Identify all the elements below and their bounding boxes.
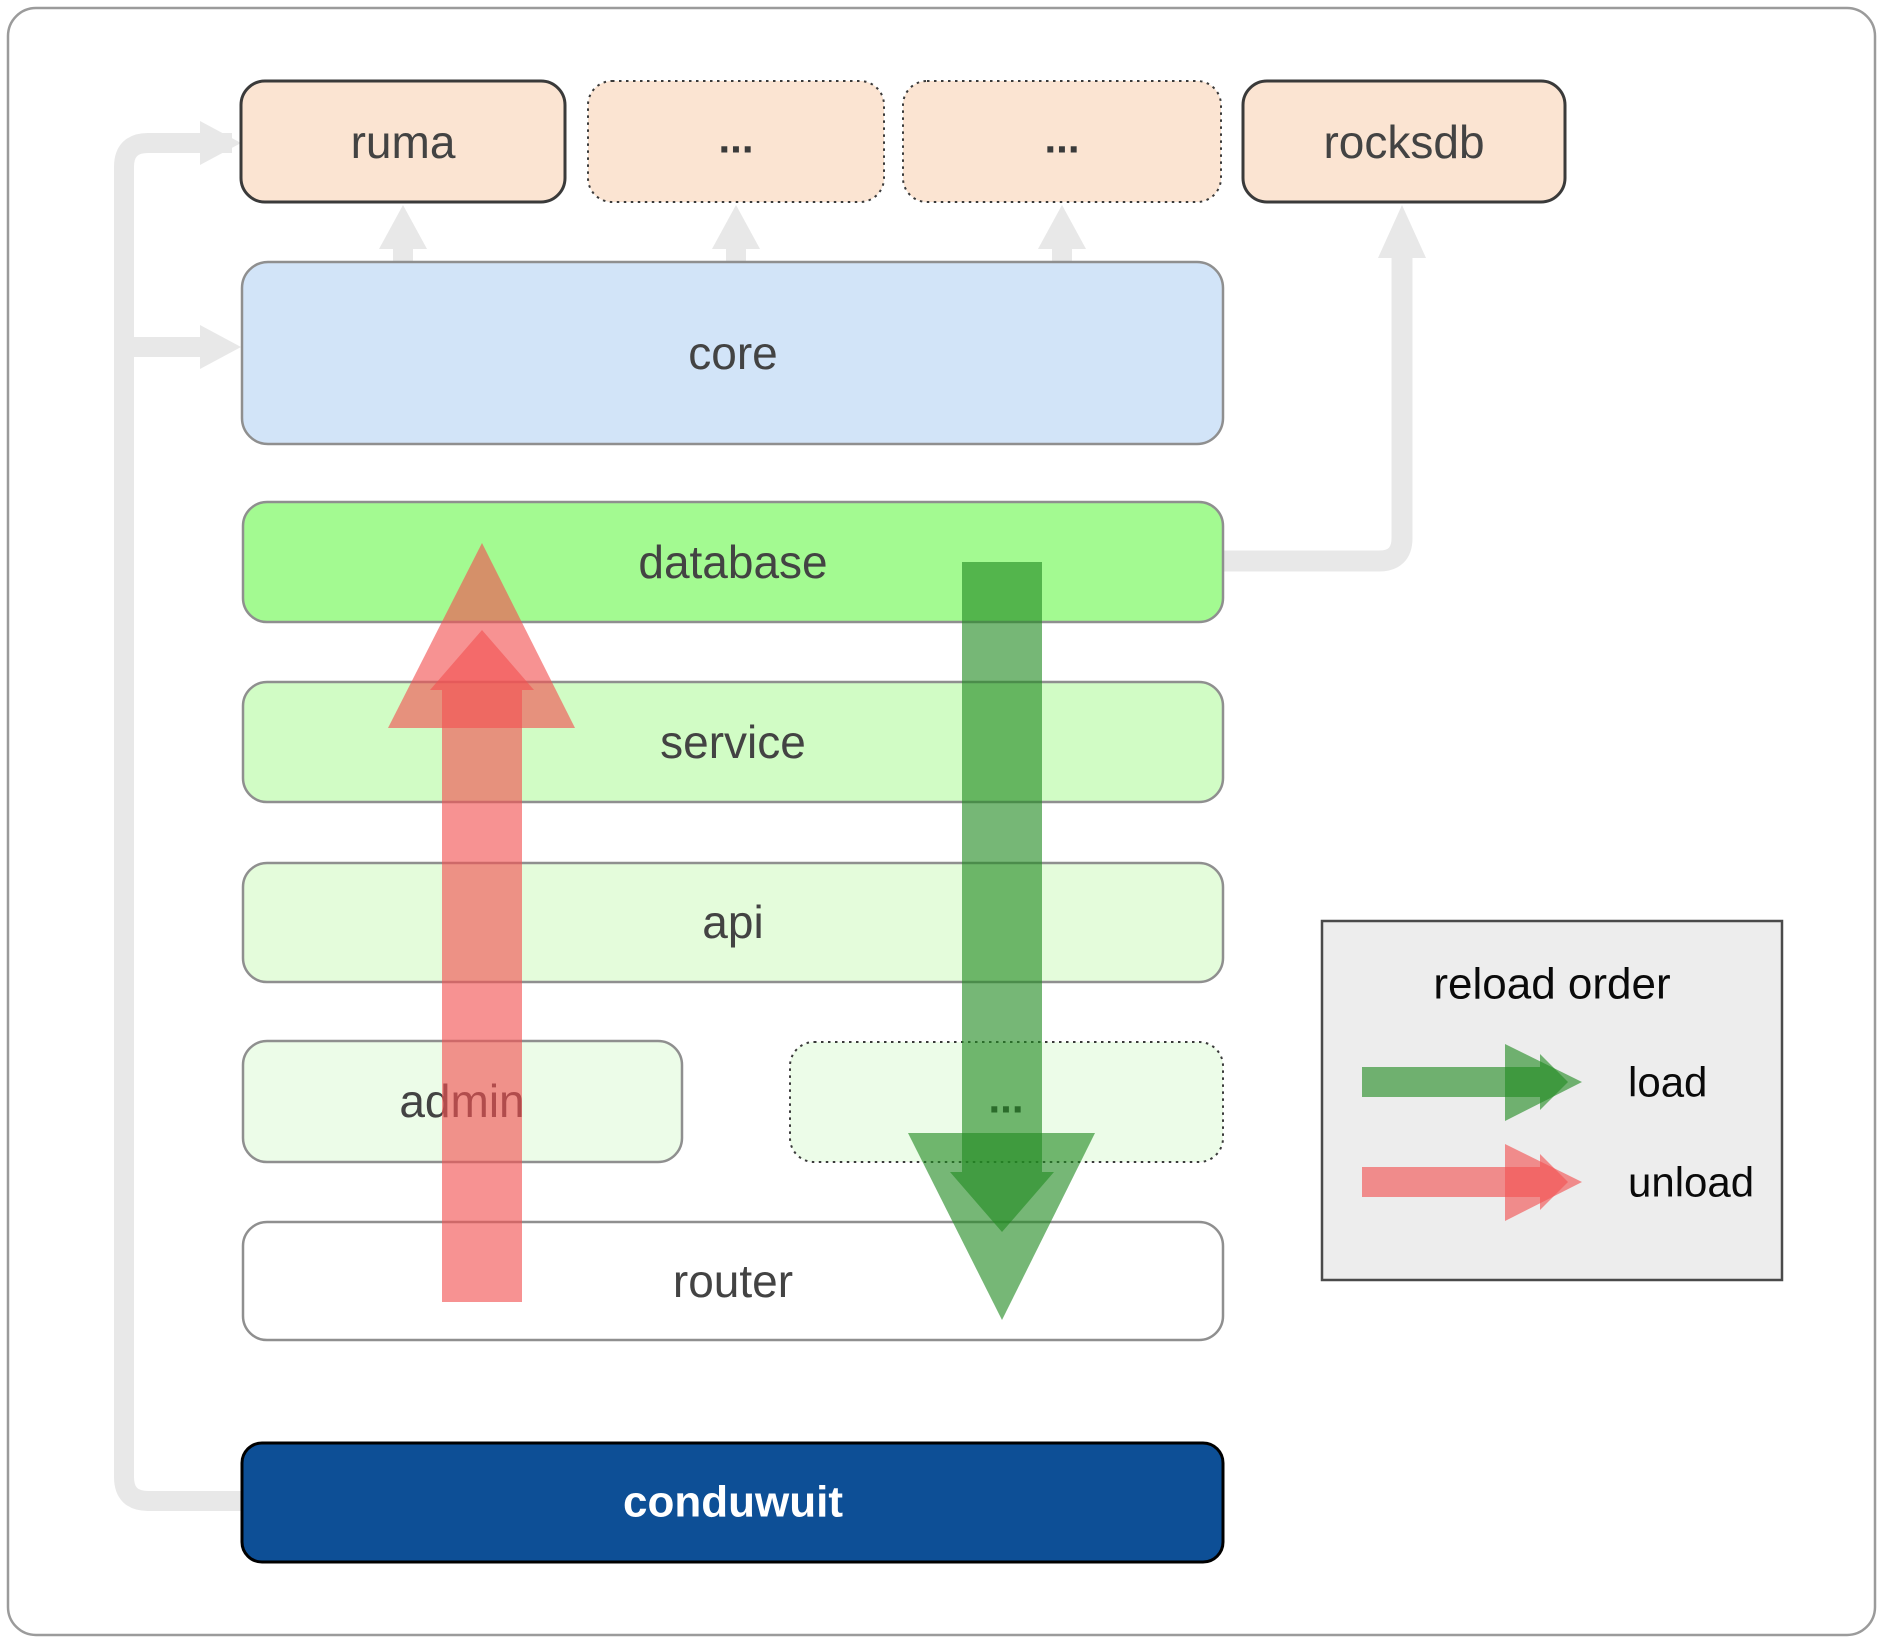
box-conduwuit: conduwuit xyxy=(240,1441,1225,1564)
arrow-up-icon xyxy=(379,205,427,262)
connector-conduwuit-trunk xyxy=(114,121,243,1511)
legend: reload order load unload xyxy=(1320,919,1784,1282)
connector-database-rocksdb xyxy=(1223,205,1426,572)
box-service: service xyxy=(241,680,1225,804)
box-rocksdb-label: rocksdb xyxy=(1323,116,1484,168)
box-top-ellipsis-1-label: ... xyxy=(718,115,753,162)
legend-load-arrow-icon xyxy=(1362,1044,1582,1121)
arrow-right-icon xyxy=(200,121,241,165)
arrow-right-icon xyxy=(200,325,241,369)
box-service-label: service xyxy=(660,716,806,768)
box-conduwuit-label: conduwuit xyxy=(623,1478,843,1527)
load-arrow-shaft-icon xyxy=(950,562,1054,1232)
unload-arrow-head-icon xyxy=(388,543,575,728)
box-database-label: database xyxy=(638,536,827,588)
box-router: router xyxy=(241,1220,1225,1342)
box-ruma: ruma xyxy=(239,79,567,204)
box-rocksdb: rocksdb xyxy=(1241,79,1567,204)
box-api: api xyxy=(241,861,1225,984)
arrow-up-icon xyxy=(712,205,760,262)
legend-title: reload order xyxy=(1433,960,1670,1009)
box-core: core xyxy=(240,260,1225,446)
load-arrow-head-icon xyxy=(908,1133,1095,1320)
legend-box xyxy=(1320,919,1784,1282)
unload-arrow xyxy=(388,543,575,1302)
box-router-label: router xyxy=(673,1255,793,1307)
box-api-label: api xyxy=(702,896,763,948)
load-arrow xyxy=(908,562,1095,1320)
box-database: database xyxy=(241,500,1225,624)
unload-arrow-shaft-icon xyxy=(430,630,534,1302)
box-top-ellipsis-2: ... xyxy=(902,80,1222,203)
canvas-border xyxy=(6,6,1877,1637)
connector-core-to-top-boxes xyxy=(379,205,1086,262)
legend-unload-label: unload xyxy=(1628,1159,1754,1206)
box-ruma-label: ruma xyxy=(351,116,456,168)
legend-unload-arrow-icon xyxy=(1362,1144,1582,1221)
arrow-up-icon xyxy=(1038,205,1086,262)
box-top-ellipsis-1: ... xyxy=(587,80,885,203)
arrow-up-icon xyxy=(1378,205,1426,258)
box-core-label: core xyxy=(688,327,777,379)
box-top-ellipsis-2-label: ... xyxy=(1044,115,1079,162)
legend-load-label: load xyxy=(1628,1059,1707,1106)
